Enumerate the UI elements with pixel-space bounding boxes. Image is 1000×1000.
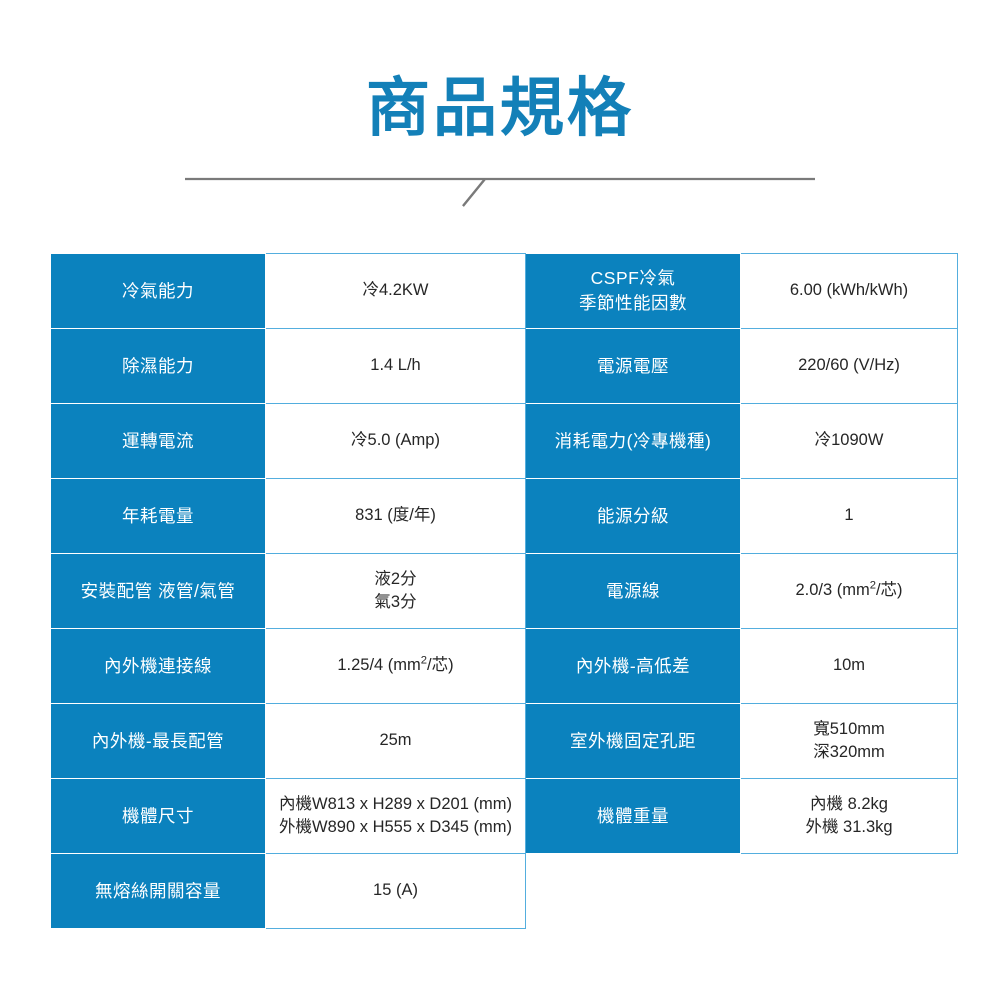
table-row: 冷氣能力 冷4.2KW CSPF冷氣季節性能因數 6.00 (kWh/kWh) (50, 253, 958, 329)
text-line: 1.4 L/h (370, 356, 421, 375)
spec-value-right: 10m (740, 628, 958, 704)
text-line: 能源分級 (597, 505, 669, 526)
spec-value-left: 1.4 L/h (265, 328, 526, 404)
spec-value-left: 冷5.0 (Amp) (265, 403, 526, 479)
divider-svg (185, 177, 815, 207)
spec-value-right: 冷1090W (740, 403, 958, 479)
text-line: 安裝配管 液管/氣管 (80, 580, 236, 601)
spec-value-right: 內機 8.2kg 外機 31.3kg (740, 778, 958, 854)
table-row: 機體尺寸 內機W813 x H289 x D201 (mm) 外機W890 x H5… (50, 778, 958, 854)
spec-label-left: 冷氣能力 (50, 253, 266, 329)
table-row: 年耗電量 831 (度/年) 能源分級 1 (50, 478, 958, 554)
text-line: 冷4.2KW (362, 281, 429, 300)
spec-label-right: 室外機固定孔距 (525, 703, 741, 779)
spec-label-left: 內外機連接線 (50, 628, 266, 704)
text-line: 內外機-最長配管 (91, 730, 225, 751)
spec-label-left: 機體尺寸 (50, 778, 266, 854)
spec-label-left: 除濕能力 (50, 328, 266, 404)
spec-label-left: 無熔絲開關容量 (50, 853, 266, 929)
table-row: 無熔絲開關容量 15 (A) (50, 853, 958, 929)
text-line: 冷5.0 (Amp) (351, 431, 440, 450)
divider-diagonal (462, 178, 486, 207)
spec-value-left: 25m (265, 703, 526, 779)
page-title-area: 商品規格 (0, 72, 1000, 146)
text-line: 氣3分 (374, 593, 417, 611)
spec-label-right: CSPF冷氣季節性能因數 (525, 253, 741, 329)
text-line: 室外機固定孔距 (570, 730, 696, 751)
text-line: 831 (度/年) (355, 506, 436, 525)
text-line: 2.0/3 (mm2/芯) (795, 579, 903, 600)
spec-label-right: 能源分級 (525, 478, 741, 554)
text-line: 6.00 (kWh/kWh) (789, 281, 909, 300)
spec-value-left: 液2分氣3分 (265, 553, 526, 629)
spec-label-left: 運轉電流 (50, 403, 266, 479)
text-line: 25m (379, 731, 412, 750)
spec-label-right: 內外機-高低差 (525, 628, 741, 704)
spec-label-right: 電源電壓 (525, 328, 741, 404)
text-line: 1 (844, 506, 854, 525)
spec-label-right: 電源線 (525, 553, 741, 629)
spec-label-left: 年耗電量 (50, 478, 266, 554)
spec-value-left: 冷4.2KW (265, 253, 526, 329)
text-line: 冷1090W (814, 431, 884, 450)
text-line: 冷氣能力 (122, 280, 194, 301)
spec-value-right: 寬510mm 深320mm (740, 703, 958, 779)
text-line: 1.25/4 (mm2/芯) (337, 654, 454, 675)
text-line: 10m (832, 656, 866, 675)
text-line: 運轉電流 (122, 430, 194, 451)
text-line: 季節性能因數 (579, 293, 687, 313)
text-line: 電源電壓 (597, 355, 669, 376)
spec-value-right: 6.00 (kWh/kWh) (740, 253, 958, 329)
text-line: 電源線 (606, 580, 660, 601)
table-row: 除濕能力 1.4 L/h 電源電壓 220/60 (V/Hz) (50, 328, 958, 404)
spec-label-left: 安裝配管 液管/氣管 (50, 553, 266, 629)
spec-value-left: 內機W813 x H289 x D201 (mm) 外機W890 x H555 x… (265, 778, 526, 854)
text-line: 機體尺寸 (122, 805, 194, 826)
table-row: 運轉電流 冷5.0 (Amp) 消耗電力(冷專機種) 冷1090W (50, 403, 958, 479)
text-line: 無熔絲開關容量 (95, 880, 221, 901)
page-title: 商品規格 (366, 72, 634, 144)
spec-table-body: 冷氣能力 冷4.2KW CSPF冷氣季節性能因數 6.00 (kWh/kWh) 除濕能力… (50, 253, 958, 929)
table-row: 內外機-最長配管 25m 室外機固定孔距 寬510mm 深320mm (50, 703, 958, 779)
text-line: 年耗電量 (122, 505, 194, 526)
specification-table: 冷氣能力 冷4.2KW CSPF冷氣季節性能因數 6.00 (kWh/kWh) 除濕能力… (50, 253, 958, 929)
spec-value-left: 1.25/4 (mm2/芯) (265, 628, 526, 704)
spec-label-right: 機體重量 (525, 778, 741, 854)
text-line: 深320mm (813, 743, 885, 761)
spec-empty-cell (525, 853, 741, 929)
text-line: 消耗電力(冷專機種) (554, 430, 712, 451)
spec-label-right: 消耗電力(冷專機種) (525, 403, 741, 479)
text-line: 外機W890 x H555 x D345 (mm) (279, 818, 512, 836)
table-row: 內外機連接線 1.25/4 (mm2/芯) 內外機-高低差 10m (50, 628, 958, 704)
text-line: 外機 31.3kg (805, 818, 893, 836)
text-line: CSPF冷氣 (590, 268, 676, 289)
text-line: 220/60 (V/Hz) (798, 356, 900, 375)
text-line: 15 (A) (373, 881, 418, 900)
spec-value-right: 2.0/3 (mm2/芯) (740, 553, 958, 629)
text-line: 機體重量 (597, 805, 669, 826)
text-line: 內外機連接線 (104, 655, 212, 676)
text-line: 除濕能力 (122, 355, 194, 376)
spec-value-left: 15 (A) (265, 853, 526, 929)
text-line: 內機 8.2kg (810, 794, 888, 813)
decorative-divider (185, 168, 815, 210)
spec-value-left: 831 (度/年) (265, 478, 526, 554)
spec-empty-cell (740, 853, 958, 929)
spec-value-right: 1 (740, 478, 958, 554)
text-line: 內外機-高低差 (575, 655, 691, 676)
text-line: 內機W813 x H289 x D201 (mm) (279, 794, 512, 813)
spec-label-left: 內外機-最長配管 (50, 703, 266, 779)
text-line: 液2分 (374, 569, 417, 588)
divider-path (185, 177, 815, 207)
spec-value-right: 220/60 (V/Hz) (740, 328, 958, 404)
text-line: 寬510mm (813, 719, 885, 738)
